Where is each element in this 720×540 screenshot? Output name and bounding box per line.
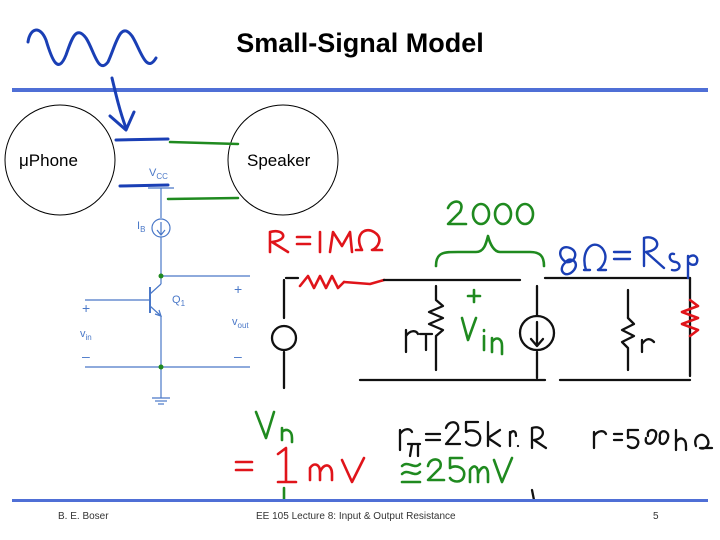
footer-author: B. E. Boser xyxy=(58,511,109,522)
speaker-label: Speaker xyxy=(247,151,311,170)
vout-plus: + xyxy=(234,281,243,297)
voltage-source-symbol xyxy=(270,324,298,352)
handwritten-input-amplitude xyxy=(234,446,366,484)
ib-label-main: I xyxy=(137,220,141,232)
vin-label: vin xyxy=(80,328,92,342)
handwritten-parameter-values xyxy=(398,420,714,502)
vout-label-main: v xyxy=(232,316,238,328)
handwritten-block-wires xyxy=(166,140,240,201)
page-number: 5 xyxy=(653,511,659,522)
vcc-label-main: V xyxy=(149,167,157,179)
handwritten-input-voltage xyxy=(254,410,294,502)
vin-plus: + xyxy=(82,300,91,316)
vout-label-sub: out xyxy=(237,321,249,331)
title-rule xyxy=(12,88,708,92)
handwritten-circuit-model xyxy=(270,276,692,390)
q1-label-main: Q xyxy=(172,294,181,306)
handwritten-sine-wave xyxy=(26,28,170,188)
vcc-label: VCC xyxy=(149,167,168,181)
handwritten-speaker-resistor xyxy=(680,298,700,338)
q1-label: Q1 xyxy=(172,294,185,308)
handwritten-output-resistance xyxy=(559,236,699,280)
phone-label: μPhone xyxy=(19,151,78,170)
circuit-nodes xyxy=(158,273,164,370)
footer-rule xyxy=(12,499,708,502)
ib-label: IB xyxy=(137,220,145,234)
vin-minus: – xyxy=(82,348,90,364)
vout-minus: – xyxy=(234,348,242,364)
vin-label-sub: in xyxy=(85,333,92,343)
footer-lecture-title: EE 105 Lecture 8: Input & Output Resista… xyxy=(256,511,456,522)
vout-label: vout xyxy=(232,316,249,330)
speaker-block xyxy=(227,104,339,216)
phone-block xyxy=(4,104,116,216)
vcc-label-sub: CC xyxy=(156,172,168,182)
vin-label-main: v xyxy=(80,328,86,340)
top-rail xyxy=(382,276,692,282)
handwritten-gain-annotation xyxy=(434,200,546,356)
dependent-current-source-symbol xyxy=(518,314,556,352)
slide-title: Small-Signal Model xyxy=(236,28,484,58)
bjt-amplifier-schematic xyxy=(85,187,250,405)
q1-label-sub: 1 xyxy=(180,299,186,309)
ib-label-sub: B xyxy=(140,225,146,235)
handwritten-vin-estimate xyxy=(400,456,514,484)
handwritten-source-resistance xyxy=(268,229,386,290)
